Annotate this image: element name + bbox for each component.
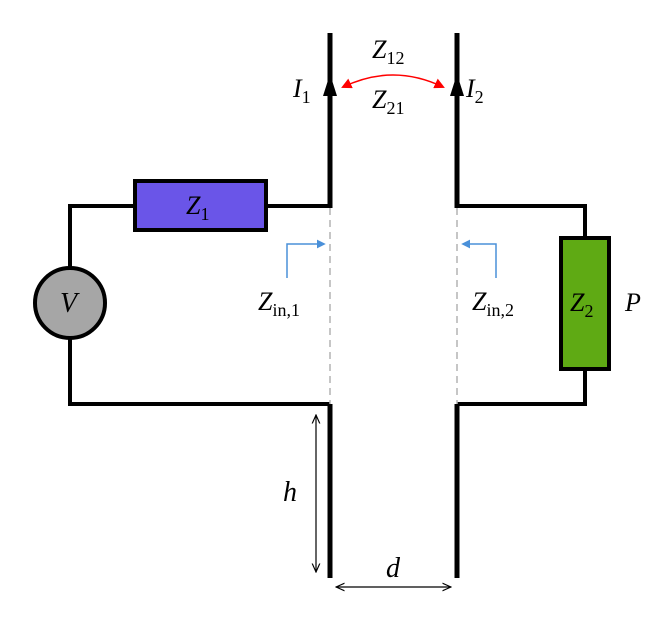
zin2-arrow-icon	[461, 239, 497, 278]
zin1-arrow-icon	[286, 239, 326, 278]
coupling-arrow-icon	[341, 74, 445, 89]
z12-label: Z12	[372, 35, 404, 68]
current-1-arrow-icon	[323, 74, 337, 96]
z2-impedance	[559, 236, 611, 371]
feed-1-wire-left	[68, 204, 135, 268]
v-label: V	[60, 288, 80, 319]
load-2-wire-top	[457, 204, 587, 238]
z2-label: Z2	[570, 288, 593, 321]
z1-label: Z1	[186, 191, 209, 224]
feed-1-wire-bottom	[68, 338, 330, 406]
current-2-arrow-icon	[450, 74, 464, 96]
load-2-wire-bottom	[457, 369, 587, 406]
zin2-label: Zin,2	[472, 287, 514, 320]
zin1-label: Zin,1	[258, 287, 300, 320]
z21-label: Z21	[372, 85, 404, 118]
p-label: P	[624, 288, 641, 317]
i2-label: I2	[465, 74, 484, 107]
i1-label: I1	[292, 74, 311, 107]
voltage-source	[33, 266, 107, 340]
d-label: d	[386, 553, 401, 584]
h-label: h	[283, 477, 297, 508]
z1-impedance	[133, 179, 268, 232]
